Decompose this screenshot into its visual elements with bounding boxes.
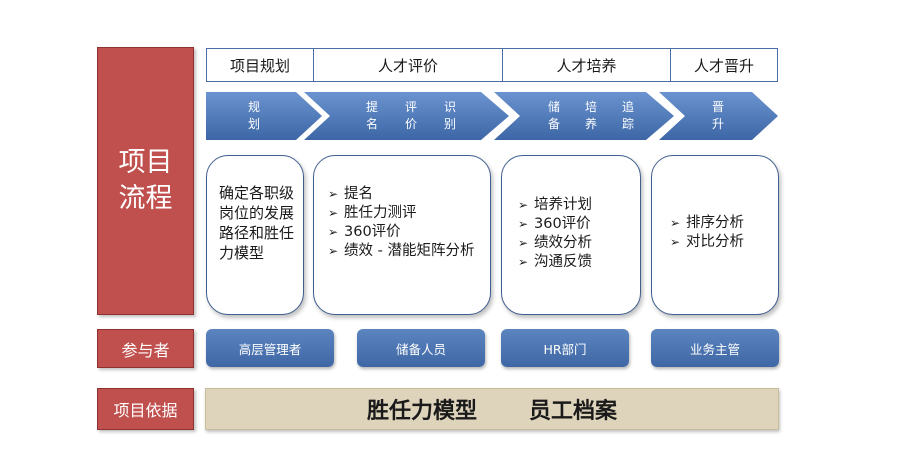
arrow-bullet-icon: ➢ xyxy=(518,217,529,231)
participant-business-manager: 业务主管 xyxy=(651,329,779,367)
project-flow-line2: 流程 xyxy=(118,183,173,214)
arrow-training-text: 储培追 备养踪 xyxy=(548,100,634,131)
arrow-evaluation xyxy=(304,92,509,140)
arrow-promotion xyxy=(659,92,778,140)
project-flow-line1: 项目 xyxy=(118,147,173,178)
card-training: ➢培养计划 ➢360评价 ➢绩效分析 ➢沟通反馈 xyxy=(501,155,641,315)
basis-bar: 胜任力模型 员工档案 xyxy=(205,388,779,430)
list-item: ➢胜任力测评 xyxy=(328,205,417,221)
header-planning: 项目规划 xyxy=(206,48,314,82)
card-promotion: ➢排序分析 ➢对比分析 xyxy=(651,155,779,315)
participant-reserve-staff: 储备人员 xyxy=(357,329,485,367)
arrow-bullet-icon: ➢ xyxy=(670,216,681,230)
header-evaluation: 人才评价 xyxy=(313,48,503,82)
participant-senior-management: 高层管理者 xyxy=(206,329,334,367)
basis-competency-model: 胜任力模型 xyxy=(366,399,477,424)
card-planning: 确定各职级岗位的发展路径和胜任力模型 xyxy=(206,155,304,315)
arrow-bullet-icon: ➢ xyxy=(670,235,681,249)
card-planning-text: 确定各职级岗位的发展路径和胜任力模型 xyxy=(219,184,295,262)
list-item: ➢提名 xyxy=(328,186,373,202)
basis-employee-records: 员工档案 xyxy=(529,399,618,424)
arrow-bullet-icon: ➢ xyxy=(328,187,339,201)
list-item: ➢绩效 - 潜能矩阵分析 xyxy=(328,243,475,259)
arrow-bullet-icon: ➢ xyxy=(328,225,339,239)
arrow-bullet-icon: ➢ xyxy=(518,255,529,269)
list-item: ➢绩效分析 xyxy=(518,235,592,251)
list-item: ➢培养计划 xyxy=(518,197,592,213)
list-item: ➢360评价 xyxy=(328,224,401,240)
arrow-training xyxy=(494,92,674,140)
arrow-bullet-icon: ➢ xyxy=(518,198,529,212)
card-evaluation: ➢提名 ➢胜任力测评 ➢360评价 ➢绩效 - 潜能矩阵分析 xyxy=(313,155,491,315)
project-flow-label: 项目 流程 xyxy=(97,47,194,315)
list-item: ➢沟通反馈 xyxy=(518,254,592,270)
list-item: ➢360评价 xyxy=(518,216,591,232)
arrow-planning-text: 规 划 xyxy=(248,100,261,131)
list-item: ➢排序分析 xyxy=(670,215,744,231)
arrow-promotion-text: 晋 升 xyxy=(712,100,725,131)
arrow-bullet-icon: ➢ xyxy=(328,206,339,220)
arrow-evaluation-text: 提评识 名价别 xyxy=(366,100,456,131)
basis-label: 项目依据 xyxy=(97,388,194,430)
arrow-planning xyxy=(206,92,322,140)
arrow-bullet-icon: ➢ xyxy=(328,244,339,258)
participant-hr-department: HR部门 xyxy=(501,329,629,367)
arrow-bullet-icon: ➢ xyxy=(518,236,529,250)
list-item: ➢对比分析 xyxy=(670,234,744,250)
header-promotion: 人才晋升 xyxy=(670,48,778,82)
participants-label: 参与者 xyxy=(97,329,194,368)
